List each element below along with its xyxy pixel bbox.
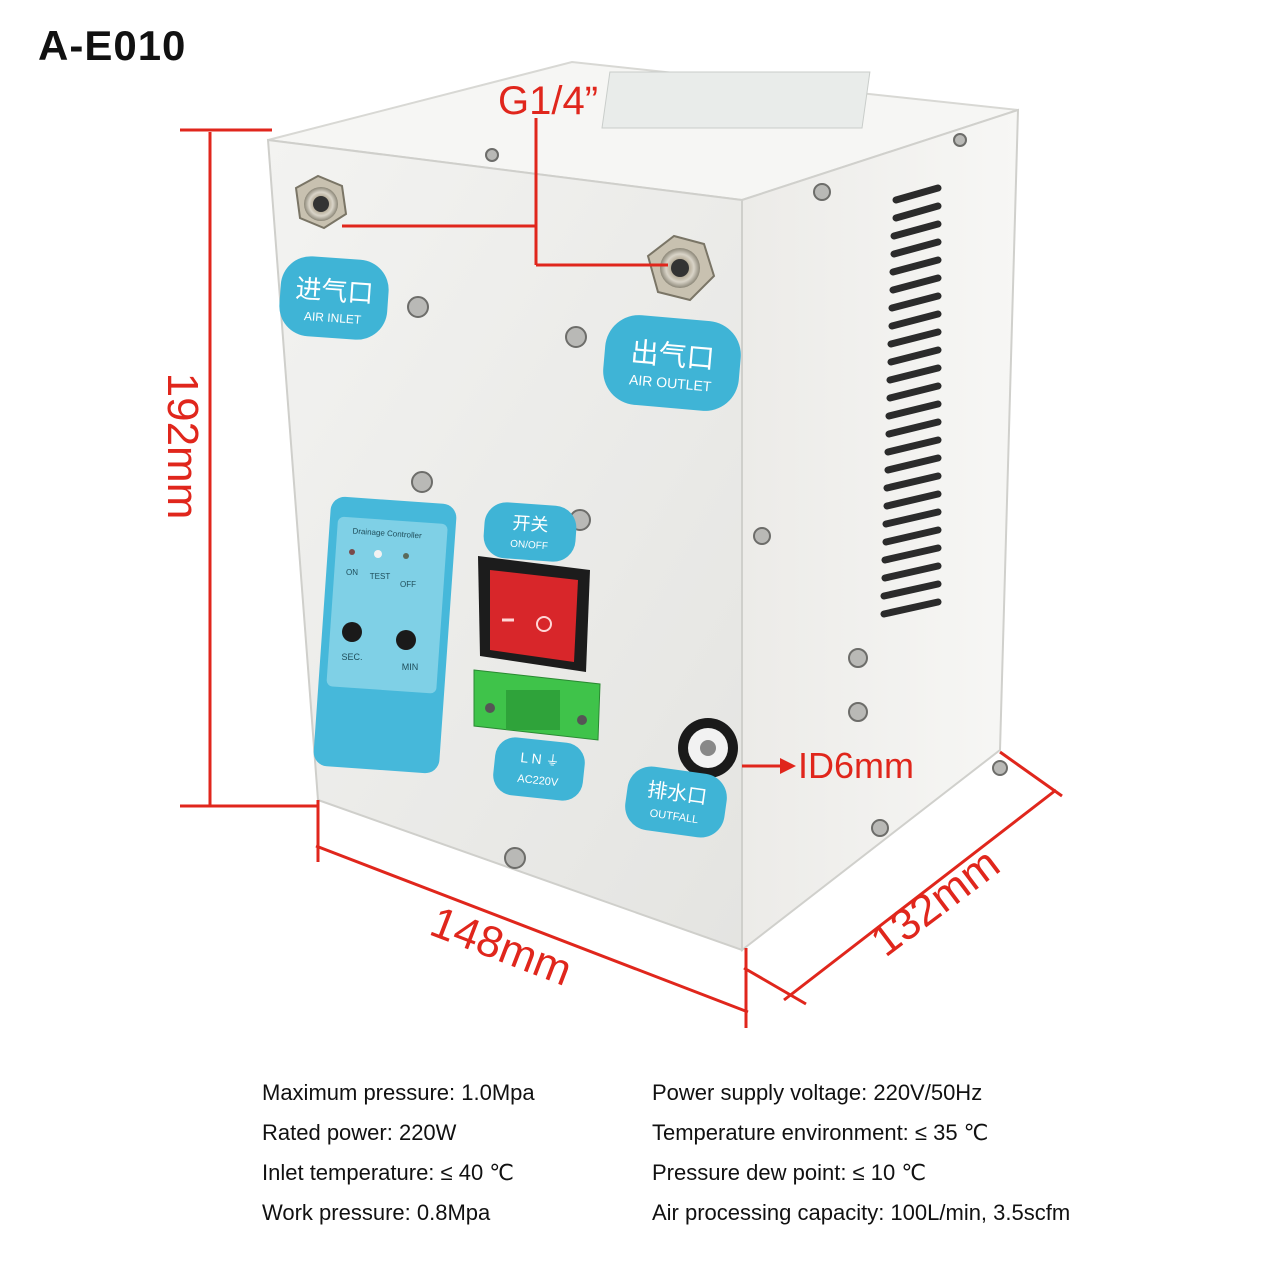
air-outlet-label: 出气口 AIR OUTLET [603, 315, 741, 411]
spec-work-pressure: Work pressure: 0.8Mpa [262, 1200, 491, 1225]
air-inlet-label: 进气口 AIR INLET [279, 256, 389, 340]
spec-temperature-environment: Temperature environment: ≤ 35 ℃ [652, 1120, 989, 1145]
sec-knob [342, 622, 362, 642]
dryer-unit: 进气口 AIR INLET 出气口 AIR OUTLET Drainage Co… [266, 60, 1020, 953]
width-label: 148mm [424, 897, 579, 995]
inlet-en-text: AIR INLET [304, 309, 363, 327]
spec-dew-point: Pressure dew point: ≤ 10 ℃ [652, 1160, 927, 1185]
product-photo: 进气口 AIR INLET 出气口 AIR OUTLET Drainage Co… [158, 60, 1063, 1028]
switch-en-text: ON/OFF [510, 539, 548, 553]
depth-label: 132mm [862, 839, 1009, 966]
inlet-cn-text: 进气口 [295, 273, 375, 308]
ctrl-on-text: ON [346, 568, 358, 577]
port-thread-label: G1/4” [498, 79, 598, 123]
drainage-controller-panel: Drainage Controller ON TEST OFF SEC. MIN [313, 496, 457, 774]
model-code-title: A-E010 [38, 22, 187, 69]
power-spec-text: AC220V [517, 773, 560, 789]
drain-fitting [678, 718, 738, 778]
outlet-en-text: AIR OUTLET [628, 371, 712, 394]
drain-arrow-head [780, 758, 796, 774]
switch-cn-text: 开关 [512, 513, 549, 535]
inlet-fitting [294, 174, 348, 230]
outfall-label: 排水口 OUTFALL [625, 766, 727, 838]
ventilation-slots [880, 184, 942, 618]
spec-inlet-temperature: Inlet temperature: ≤ 40 ℃ [262, 1160, 515, 1185]
outlet-fitting [646, 234, 716, 302]
ctrl-off-text: OFF [400, 580, 416, 589]
switch-label: 开关 ON/OFF [483, 502, 577, 562]
drain-id-label: ID6mm [798, 745, 914, 786]
spec-max-pressure: Maximum pressure: 1.0Mpa [262, 1080, 535, 1105]
spec-power-supply: Power supply voltage: 220V/50Hz [652, 1080, 983, 1105]
power-terminal-text: L N ⏚ [520, 749, 561, 769]
rocker-switch [478, 556, 590, 672]
height-label: 192mm [158, 373, 207, 520]
spec-air-capacity: Air processing capacity: 100L/min, 3.5sc… [652, 1200, 1071, 1225]
top-nameplate [601, 71, 871, 129]
power-label: L N ⏚ AC220V [493, 737, 585, 801]
ctrl-min-text: MIN [402, 662, 419, 672]
power-terminal [473, 669, 601, 741]
outlet-cn-text: 出气口 [629, 336, 715, 374]
min-knob [396, 630, 416, 650]
ctrl-sec-text: SEC. [341, 652, 362, 662]
spec-rated-power: Rated power: 220W [262, 1120, 457, 1145]
ctrl-test-text: TEST [370, 572, 391, 581]
